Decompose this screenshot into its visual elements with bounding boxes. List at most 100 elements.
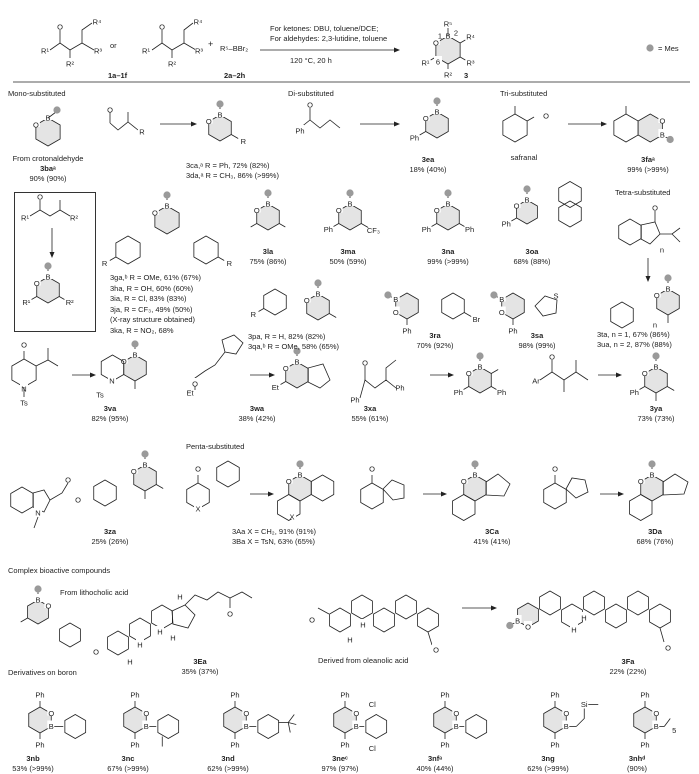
- atom-label: O: [65, 476, 71, 485]
- atom-label: Cl: [369, 700, 376, 709]
- compound-caption-3ga-line2: 3ia, R = Cl, 83% (83%): [110, 294, 187, 303]
- atom-label-bg: [36, 689, 44, 697]
- atom-label: Ph: [630, 388, 639, 397]
- bond: [459, 39, 466, 44]
- bond: [287, 722, 291, 733]
- arrow-head-icon: [601, 121, 607, 127]
- atom-label-bg: [108, 375, 116, 383]
- thiophene-ring: [534, 295, 558, 317]
- atom-label-bg: [131, 349, 139, 357]
- bond: [459, 223, 465, 227]
- atom-label-bg: [31, 119, 40, 127]
- conditions-ketones: For ketones: DBU, toluene/DCE;: [270, 24, 379, 33]
- atom-label: O: [131, 467, 137, 476]
- atom-label-bg: [252, 204, 261, 213]
- compound-caption-3ng-line0: 3ng: [541, 754, 555, 763]
- atom-label: O: [283, 364, 289, 373]
- atom-label: B: [49, 722, 54, 731]
- atom-label-bg: [242, 707, 251, 716]
- atom-label: Ts: [20, 399, 28, 408]
- atom-label: R⁴: [194, 18, 203, 27]
- atom-label-bg: [359, 619, 367, 627]
- atom-label: Si: [581, 700, 588, 709]
- atom-label: Ph: [550, 691, 559, 700]
- atom-label: R²: [66, 60, 74, 69]
- triterpene-ring: [583, 590, 605, 616]
- bond: [663, 718, 671, 727]
- atom-label-bg: [466, 31, 475, 39]
- atom-label-bg: [432, 204, 441, 213]
- atom-label-bg: [421, 57, 430, 65]
- atom-label-bg: [368, 463, 376, 471]
- atom-label: B: [164, 202, 169, 211]
- bond: [258, 308, 264, 312]
- atom-label-bg: [216, 109, 224, 117]
- atom-label-bg: [131, 689, 139, 697]
- aryl-ring: [263, 288, 287, 316]
- atom-label-bg: [341, 689, 349, 697]
- compound-caption-3Ca-line0: 3Ca: [485, 527, 499, 536]
- atom-label: CF₃: [367, 226, 380, 235]
- atom-label-bg: [652, 720, 661, 729]
- mes-group-icon: [216, 100, 224, 108]
- atom-label: O: [654, 291, 660, 300]
- atom-label: O: [525, 623, 531, 632]
- atom-label-bg: [640, 367, 649, 376]
- bond: [526, 116, 535, 122]
- compound-caption-3ya-line0: 3ya: [649, 404, 663, 413]
- cyclohexene-ring: [216, 460, 240, 488]
- bond: [491, 386, 497, 390]
- atom-label-bg: [636, 475, 645, 484]
- bond-chain: [299, 119, 341, 129]
- bond: [33, 516, 39, 529]
- mes-group-icon: [346, 189, 354, 197]
- atom-label-bg: [126, 656, 134, 664]
- compound-caption-3ma-line0: 3ma: [340, 247, 356, 256]
- atom-label-bg: [138, 126, 146, 134]
- atom-label: Ph: [440, 741, 449, 750]
- atom-label: O: [549, 353, 555, 362]
- compound-caption-3za-line1: 25% (26%): [91, 536, 129, 546]
- triterpene-ring: [395, 594, 417, 620]
- atom-label-bg: [421, 112, 430, 121]
- triterpene-ring: [329, 607, 351, 633]
- atom-label: R: [102, 259, 108, 268]
- atom-label-bg: [432, 644, 440, 652]
- atom-label: O: [652, 204, 658, 213]
- note-lithocholic: From lithocholic acid: [60, 588, 129, 597]
- atom-label: O: [653, 709, 659, 718]
- atom-label: Ph: [230, 691, 239, 700]
- mes-group-icon: [444, 189, 452, 197]
- atom-label: O: [393, 308, 399, 317]
- atom-label: Ph: [130, 691, 139, 700]
- atom-label: Ph: [550, 741, 559, 750]
- atom-label: n: [660, 246, 664, 255]
- atom-label: Ph: [395, 384, 404, 393]
- compound-caption-3ma-line1: 50% (59%): [329, 256, 367, 266]
- compound-caption-3Fa-line1: 22% (22%): [609, 666, 647, 676]
- mes-group-icon: [34, 585, 42, 593]
- bond: [659, 627, 665, 643]
- atom-label: O: [243, 709, 249, 718]
- atom-label: B: [499, 295, 504, 304]
- atom-label: B: [132, 351, 137, 360]
- arrow-head-icon: [491, 605, 497, 611]
- arrow-head-icon: [394, 47, 400, 53]
- atom-label: O: [638, 477, 644, 486]
- bond-chain: [575, 708, 585, 727]
- aryl-ring: [193, 235, 219, 265]
- atom-label: O: [353, 709, 359, 718]
- dichlorophenyl-ring: [365, 714, 388, 739]
- atom-label-bg: [452, 720, 461, 729]
- atom-label: N: [109, 377, 114, 386]
- reagent-formula: R⁵–BBr₂: [220, 44, 249, 53]
- note-safranal: safranal: [510, 153, 538, 162]
- cyclohexane-ring: [629, 494, 653, 521]
- atom-label-bg: [368, 698, 377, 707]
- compound-caption-3ca-line0: 3ca,ᵃ R = Ph, 72% (82%): [186, 161, 270, 170]
- atom-label-bg: [346, 634, 354, 642]
- mes-group-icon: [314, 279, 322, 287]
- compound-caption-3ba-line1: 90% (90%): [29, 173, 67, 183]
- bond-chain: [151, 42, 197, 51]
- atom-label: O: [57, 23, 63, 32]
